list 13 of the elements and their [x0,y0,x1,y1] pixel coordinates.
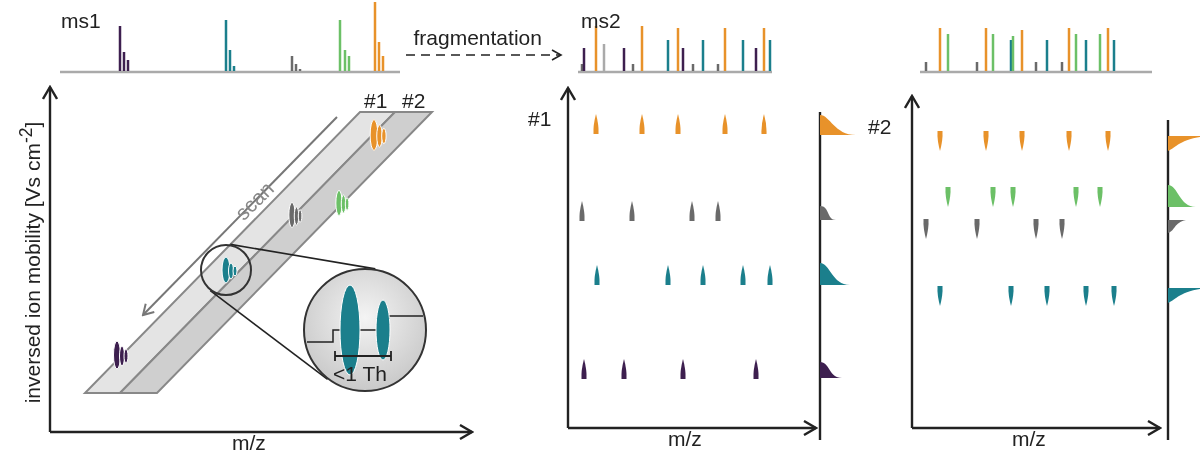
axis-title: m/z [232,432,266,453]
panel-label: #1 [528,108,552,129]
window-label: #2 [402,90,426,111]
window-label: #1 [364,90,388,111]
measure-label: <1 Th [333,363,387,384]
axis-title: m/z [668,428,702,449]
edge-label: fragmentation [413,27,542,48]
magnifier-circle [200,244,252,296]
panel-label: #2 [868,116,892,137]
arrow [405,49,562,61]
spectrum-label: ms1 [61,10,101,31]
spectrum-label: ms2 [581,10,621,31]
axis-title: m/z [1012,428,1046,449]
